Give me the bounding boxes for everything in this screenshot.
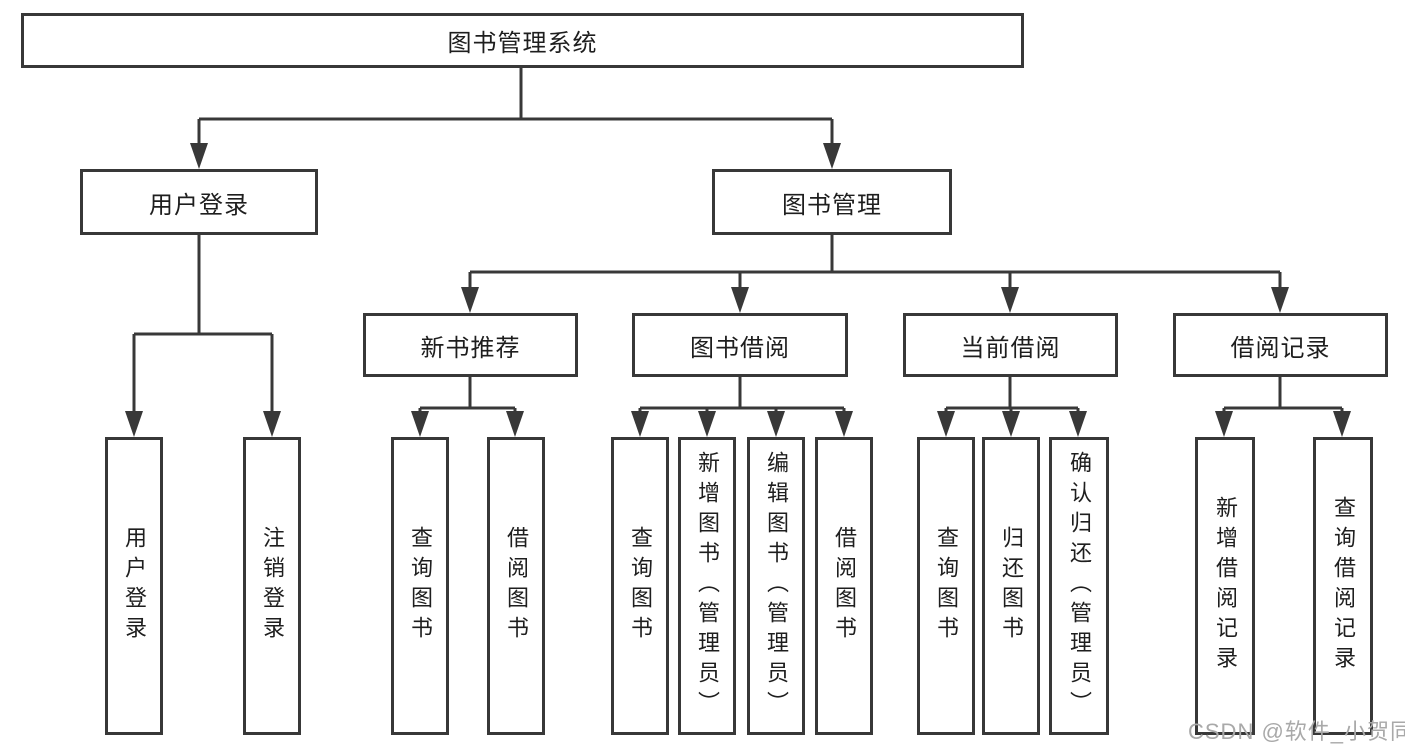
- leaf-add-borrow-record: 新增借阅记录: [1195, 437, 1255, 735]
- arrowhead: [823, 143, 841, 169]
- arrowhead: [461, 287, 479, 313]
- arrowhead: [506, 411, 524, 437]
- edge-root-to-level2: [197, 68, 834, 152]
- node-current-borrow: 当前借阅: [903, 313, 1118, 377]
- leaf-label: 编辑图书（管理员）: [764, 451, 789, 721]
- leaf-logout: 注销登录: [243, 437, 301, 735]
- edge-records-to-leaves: [1222, 377, 1344, 422]
- node-book-borrow: 图书借阅: [632, 313, 848, 377]
- arrowhead: [835, 411, 853, 437]
- leaf-label: 归还图书: [999, 526, 1024, 646]
- leaf-add-book-admin: 新增图书（管理员）: [678, 437, 736, 735]
- arrowhead: [1069, 411, 1087, 437]
- arrowhead: [411, 411, 429, 437]
- leaf-label: 注销登录: [260, 526, 285, 646]
- arrowhead: [767, 411, 785, 437]
- edge-new-book-to-leaves: [418, 377, 517, 422]
- arrowhead: [190, 143, 208, 169]
- leaf-label: 用户登录: [122, 526, 147, 646]
- arrowhead: [1215, 411, 1233, 437]
- leaf-user-login: 用户登录: [105, 437, 163, 735]
- edge-book-mgmt-to-level3: [468, 235, 1282, 296]
- leaf-query-borrow-record: 查询借阅记录: [1313, 437, 1373, 735]
- arrowhead: [937, 411, 955, 437]
- arrowhead: [1001, 287, 1019, 313]
- arrowhead: [125, 411, 143, 437]
- leaf-label: 借阅图书: [504, 526, 529, 646]
- leaf-borrow-books-recommend: 借阅图书: [487, 437, 545, 735]
- leaf-label: 借阅图书: [832, 526, 857, 646]
- arrowhead: [1271, 287, 1289, 313]
- leaf-return-books: 归还图书: [982, 437, 1040, 735]
- leaf-label: 查询图书: [934, 526, 959, 646]
- arrowhead: [731, 287, 749, 313]
- arrowhead: [1002, 411, 1020, 437]
- leaf-label: 新增图书（管理员）: [695, 451, 720, 721]
- leaf-query-books-borrow: 查询图书: [611, 437, 669, 735]
- leaf-label: 查询图书: [408, 526, 433, 646]
- edge-current-borrow-to-leaves: [944, 377, 1080, 422]
- edge-book-borrow-to-leaves: [638, 377, 846, 422]
- leaf-query-books-recommend: 查询图书: [391, 437, 449, 735]
- arrowhead: [631, 411, 649, 437]
- node-borrow-records: 借阅记录: [1173, 313, 1388, 377]
- leaf-label: 查询图书: [628, 526, 653, 646]
- node-new-book-recommend: 新书推荐: [363, 313, 578, 377]
- leaf-confirm-return-admin: 确认归还（管理员）: [1049, 437, 1109, 735]
- arrowhead: [263, 411, 281, 437]
- node-library-management-system: 图书管理系统: [21, 13, 1024, 68]
- edge-user-login-to-leaves: [132, 235, 274, 420]
- leaf-label: 新增借阅记录: [1213, 496, 1238, 676]
- leaf-query-books-current: 查询图书: [917, 437, 975, 735]
- leaf-label: 查询借阅记录: [1331, 496, 1356, 676]
- arrowhead: [1333, 411, 1351, 437]
- node-user-login: 用户登录: [80, 169, 318, 235]
- leaf-edit-book-admin: 编辑图书（管理员）: [747, 437, 805, 735]
- leaf-borrow-books: 借阅图书: [815, 437, 873, 735]
- node-book-management: 图书管理: [712, 169, 952, 235]
- csdn-watermark: CSDN @软件_小贺同学: [1188, 719, 1405, 744]
- arrowhead: [698, 411, 716, 437]
- leaf-label: 确认归还（管理员）: [1067, 451, 1092, 721]
